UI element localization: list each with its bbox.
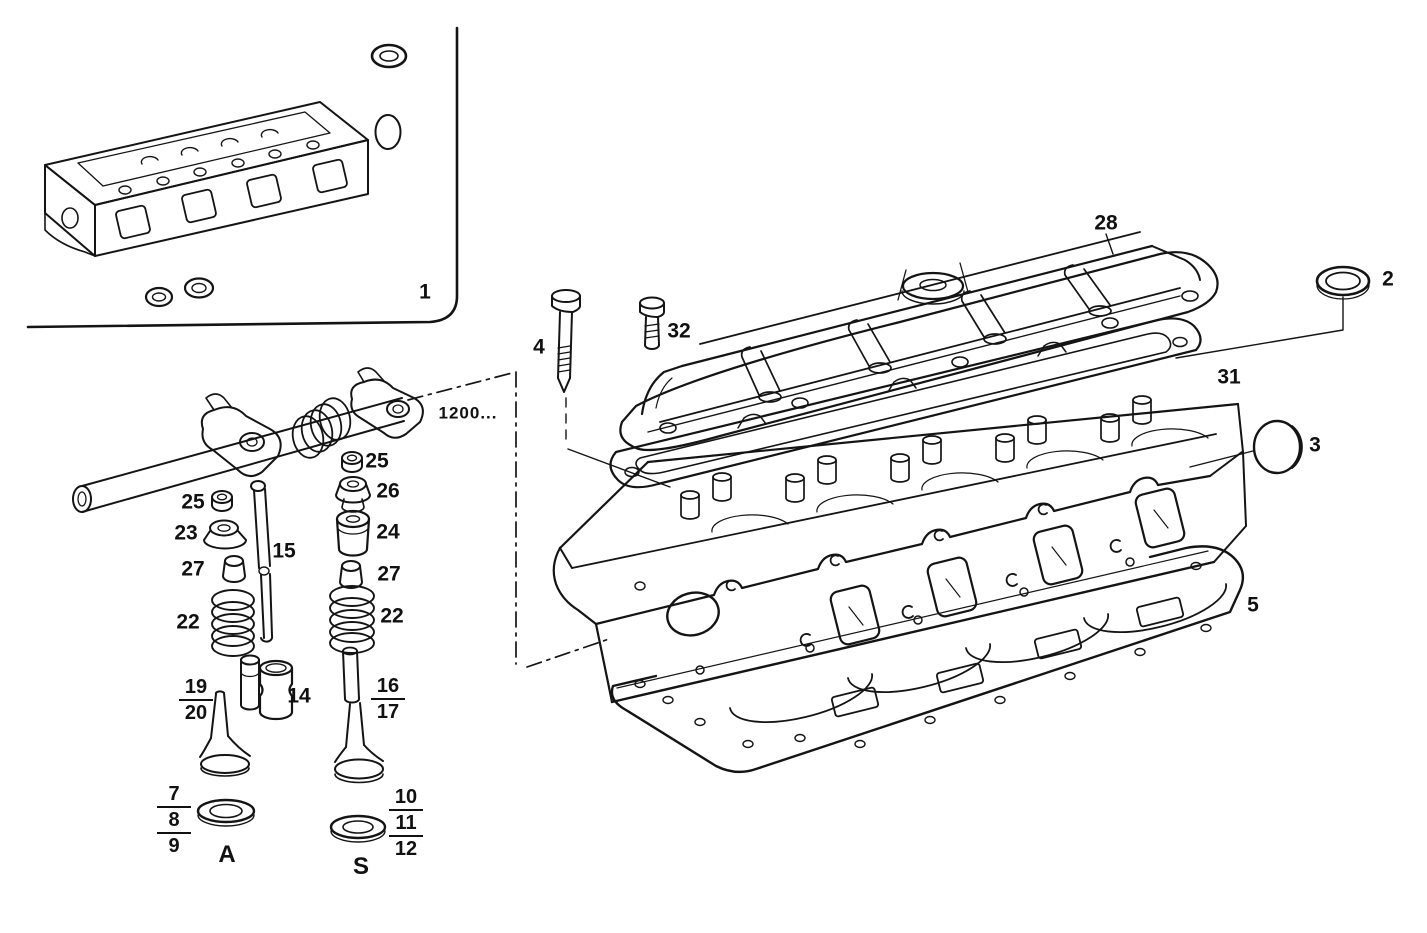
tappet-14 — [258, 659, 294, 721]
part-label-27-left: 27 — [181, 557, 205, 581]
part-label-4: 4 — [533, 335, 545, 359]
valve-seat-ring-A — [196, 798, 256, 827]
part-label-3: 3 — [1309, 433, 1321, 457]
pushrod-15 — [250, 480, 274, 643]
leader-lines — [565, 233, 1344, 488]
valve-stack-left — [196, 490, 260, 827]
bolt-32 — [639, 296, 665, 350]
retainer-23 — [203, 519, 247, 550]
part-label-14: 14 — [287, 684, 311, 708]
part-label-19-20: 19 20 — [179, 675, 213, 725]
part-label-22-left: 22 — [176, 610, 200, 634]
variant-boundary-line — [407, 371, 613, 668]
part-label-24: 24 — [376, 520, 400, 544]
keeper-25-left — [211, 490, 233, 512]
part-label-15: 15 — [272, 539, 296, 563]
inset-small-ring-right — [183, 277, 215, 299]
letter-label-A: A — [218, 841, 236, 868]
part-label-25-left: 25 — [181, 490, 205, 514]
cover-gasket-31 — [609, 317, 1202, 489]
inset-panel-border — [26, 26, 459, 329]
variant-note-1200: 1200... — [438, 403, 498, 423]
part-label-22-right: 22 — [380, 604, 404, 628]
valve-stack-right — [329, 451, 387, 843]
stem-seal-27-left — [222, 555, 246, 583]
part-label-32: 32 — [667, 319, 691, 343]
part-label-23: 23 — [174, 521, 198, 545]
valve-guide-19-20 — [240, 654, 260, 711]
part-label-10-11-12: 10 11 12 — [389, 785, 423, 861]
part-label-26: 26 — [376, 479, 400, 503]
valve-exhaust — [334, 702, 384, 784]
bolt-4 — [551, 289, 581, 393]
cylinder-head-body — [552, 395, 1247, 704]
valve-intake — [199, 690, 251, 777]
part-label-2: 2 — [1382, 267, 1394, 291]
valve-spring-22-right — [329, 585, 375, 654]
inset-small-ring-left — [144, 286, 174, 308]
inset-oval-plug — [374, 114, 402, 150]
inset-seal-ring-top — [370, 43, 408, 69]
part-label-5: 5 — [1247, 593, 1259, 617]
seal-ring-2 — [1315, 265, 1371, 300]
letter-label-S: S — [352, 853, 370, 880]
valve-seat-ring-S — [329, 814, 387, 843]
part-label-31: 31 — [1217, 365, 1241, 389]
stem-seal-27-right — [339, 560, 363, 589]
valve-cover-28 — [619, 231, 1219, 452]
rotator-24 — [335, 509, 371, 557]
head-gasket-5 — [610, 545, 1245, 774]
part-label-16-17: 16 17 — [371, 674, 405, 724]
part-label-1: 1 — [419, 280, 431, 304]
inset-head-assembly — [44, 101, 369, 257]
deck-studs — [680, 395, 1152, 520]
rocker-shaft-assembly — [72, 367, 424, 513]
part-label-28: 28 — [1094, 211, 1118, 235]
part-label-25-right: 25 — [365, 449, 389, 473]
valve-stem-16-17 — [342, 646, 360, 704]
part-label-7-8-9: 7 8 9 — [157, 782, 191, 858]
spring-retainer-26 — [335, 476, 371, 513]
keeper-25-right — [341, 451, 363, 473]
valve-spring-22-left — [211, 589, 255, 657]
cup-plug-3 — [1252, 419, 1303, 475]
part-label-27-right: 27 — [377, 562, 401, 586]
